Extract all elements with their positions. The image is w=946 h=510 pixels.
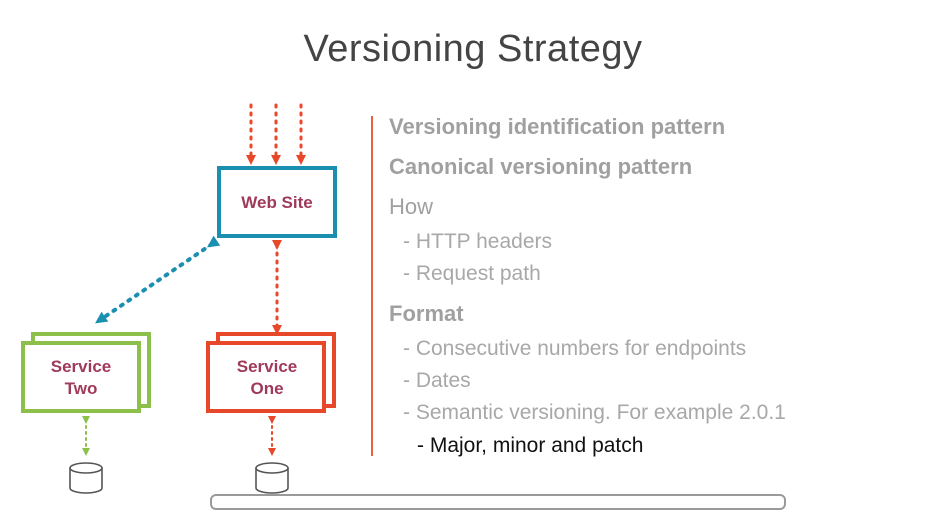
web-to-service-two-arrow — [95, 235, 221, 324]
list-subitem-request-path: - Request path — [403, 262, 541, 285]
service-two-node: Service Two — [21, 332, 151, 413]
list-subitem-semantic: - Semantic versioning. For example 2.0.1 — [403, 401, 786, 424]
database-icon — [255, 462, 289, 494]
bottom-toolbar — [210, 494, 786, 510]
list-subitem-http-headers: - HTTP headers — [403, 230, 552, 253]
list-subitem-consecutive: - Consecutive numbers for endpoints — [403, 337, 747, 360]
list-subitem-dates: - Dates — [403, 369, 471, 392]
list-item-format: Format — [389, 301, 464, 326]
service-two-label-line2: Two — [65, 379, 98, 398]
incoming-request-arrows — [246, 103, 306, 165]
web-site-node: Web Site — [217, 166, 337, 238]
service-one-label-line2: One — [250, 379, 283, 398]
list-item-identification: Versioning identification pattern — [389, 114, 726, 139]
divider-line — [371, 116, 373, 456]
list-item-how: How — [389, 194, 434, 219]
service-one-label-line1: Service — [237, 357, 298, 376]
service-two-label-line1: Service — [51, 357, 112, 376]
service-one-node: Service One — [206, 332, 336, 413]
database-icon — [69, 462, 103, 494]
slide-title: Versioning Strategy — [303, 28, 643, 70]
web-site-label: Web Site — [241, 193, 312, 212]
list-subitem-major-minor-patch: - Major, minor and patch — [417, 434, 644, 457]
list-item-canonical: Canonical versioning pattern — [389, 154, 693, 179]
